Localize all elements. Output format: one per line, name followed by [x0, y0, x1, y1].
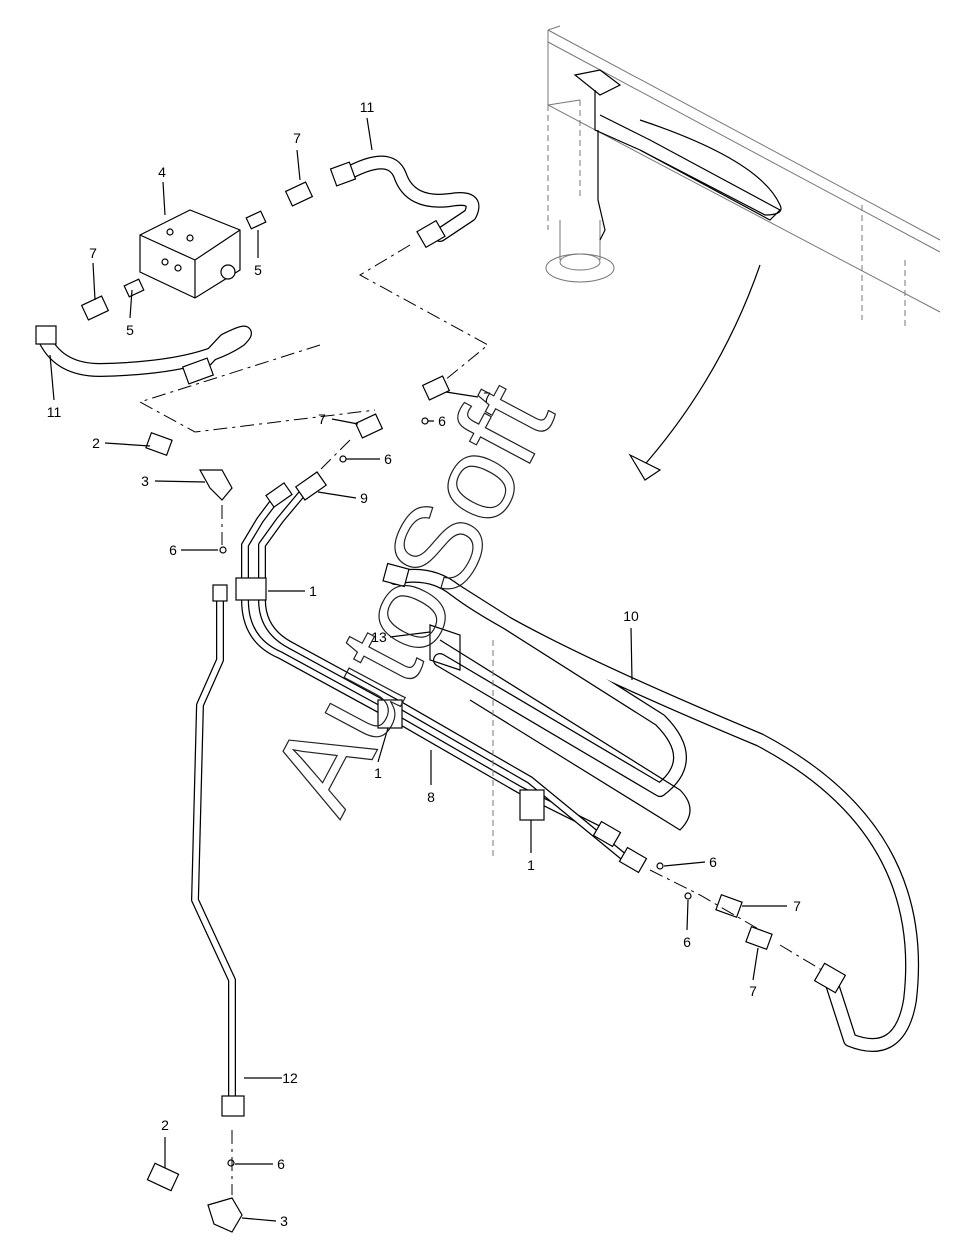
callout-label: 11 — [359, 99, 375, 115]
callout-label: 6 — [384, 451, 392, 467]
callout-label: 1 — [309, 583, 317, 599]
hose-11-lower — [35, 325, 252, 385]
callout-label: 11 — [46, 404, 62, 420]
callout-label: 7 — [793, 898, 801, 914]
hose-10 — [382, 562, 920, 1052]
callout-label: 5 — [126, 322, 134, 338]
callout-label: 3 — [141, 473, 149, 489]
connection-line — [138, 244, 831, 1195]
pipe-12 — [191, 584, 245, 1117]
callout-label: 7 — [318, 411, 326, 427]
callout-label: 2 — [161, 1117, 169, 1133]
callout-label: 1 — [527, 857, 535, 873]
callout-label: 7 — [483, 389, 491, 405]
callout-label: 13 — [371, 629, 387, 645]
fittings — [80, 181, 773, 1233]
watermark-logo: AutoSoft — [245, 363, 579, 832]
callout-label: 2 — [92, 435, 100, 451]
callout-label: 12 — [282, 1070, 298, 1086]
valve-block — [139, 209, 241, 299]
callout-label: 7 — [749, 983, 757, 999]
callout-label: 10 — [623, 608, 639, 624]
callout-label: 8 — [427, 789, 435, 805]
callout-label: 7 — [293, 130, 301, 146]
callout-label: 6 — [683, 934, 691, 950]
callout-label: 6 — [438, 413, 446, 429]
inset-frame-view — [545, 25, 941, 481]
callout-label: 6 — [709, 854, 717, 870]
pipe-assembly — [235, 471, 648, 874]
callout-label: 1 — [374, 765, 382, 781]
callout-label: 6 — [277, 1156, 285, 1172]
callout-label: 9 — [360, 490, 368, 506]
callout-label: 4 — [158, 164, 166, 180]
callout-label: 5 — [254, 262, 262, 278]
leader-lines — [49, 117, 787, 1222]
callout-label: 7 — [89, 245, 97, 261]
hose-11-upper — [329, 155, 480, 249]
callout-label: 3 — [280, 1213, 288, 1229]
callout-label: 6 — [169, 542, 177, 558]
